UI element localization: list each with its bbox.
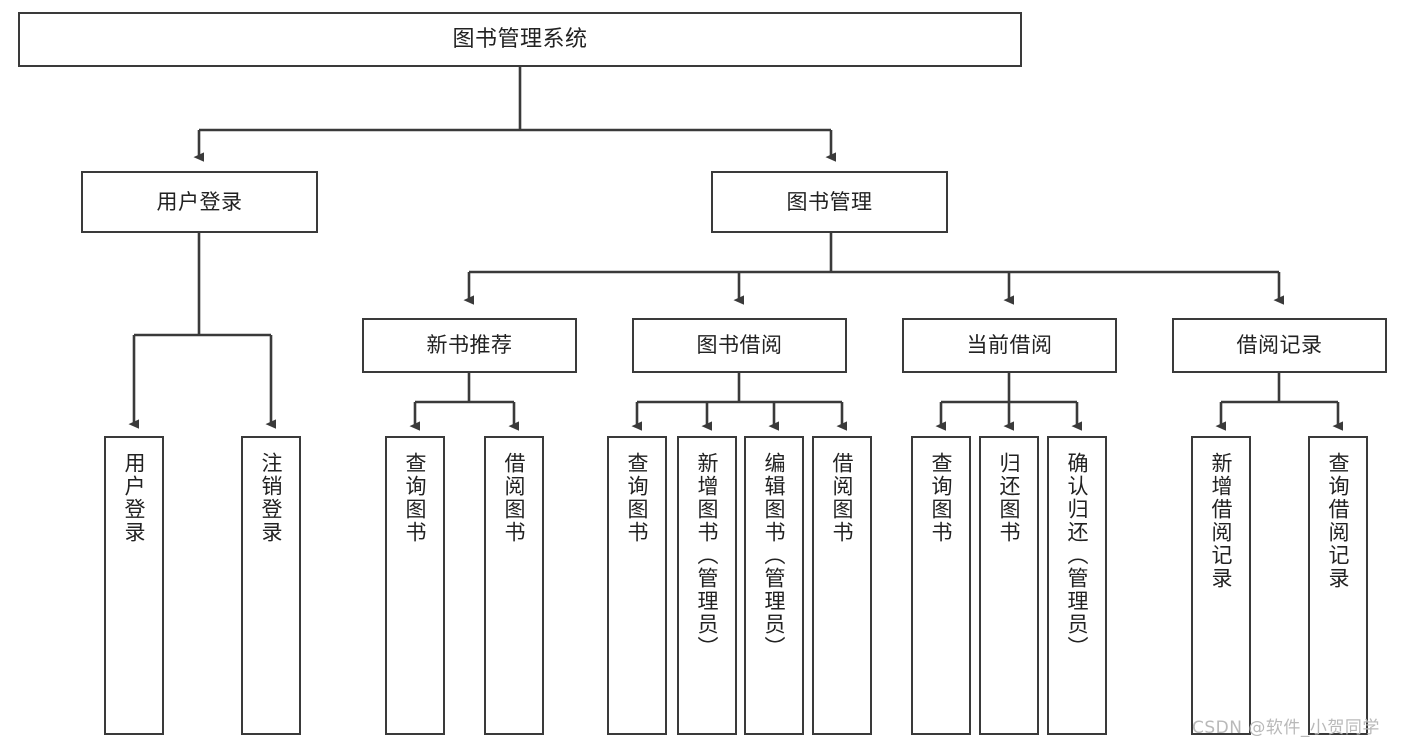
node-book-management[interactable]: 图书管理 — [711, 171, 948, 233]
node-label: 新增图书（管理员） — [695, 452, 720, 659]
node-book-management-system[interactable]: 图书管理系统 — [18, 12, 1022, 67]
leaf-borrow-query-book[interactable]: 查询图书 — [607, 436, 667, 735]
node-label: 当前借阅 — [966, 333, 1053, 358]
csdn-watermark: CSDN @软件_小贺同学 — [1192, 718, 1380, 738]
node-label: 查询图书 — [929, 452, 954, 544]
node-label: 编辑图书（管理员） — [762, 452, 787, 659]
node-label: 借阅记录 — [1236, 333, 1323, 358]
node-label: 用户登录 — [122, 452, 147, 544]
node-new-book-recommend[interactable]: 新书推荐 — [362, 318, 577, 373]
leaf-current-confirm-return-admin[interactable]: 确认归还（管理员） — [1047, 436, 1107, 735]
node-label: 图书管理 — [786, 189, 873, 214]
leaf-current-return-book[interactable]: 归还图书 — [979, 436, 1039, 735]
node-borrow-records[interactable]: 借阅记录 — [1172, 318, 1387, 373]
node-user-login[interactable]: 用户登录 — [81, 171, 318, 233]
node-current-borrow[interactable]: 当前借阅 — [902, 318, 1117, 373]
leaf-records-query-record[interactable]: 查询借阅记录 — [1308, 436, 1368, 735]
node-label: 借阅图书 — [830, 452, 855, 544]
leaf-borrow-add-book-admin[interactable]: 新增图书（管理员） — [677, 436, 737, 735]
node-label: 借阅图书 — [502, 452, 527, 544]
leaf-user-login-login[interactable]: 用户登录 — [104, 436, 164, 735]
node-label: 查询图书 — [625, 452, 650, 544]
node-label: 归还图书 — [997, 452, 1022, 544]
leaf-borrow-edit-book-admin[interactable]: 编辑图书（管理员） — [744, 436, 804, 735]
node-label: 图书管理系统 — [452, 26, 588, 52]
node-label: 用户登录 — [156, 189, 243, 214]
node-label: 注销登录 — [259, 452, 284, 544]
node-label: 新增借阅记录 — [1209, 452, 1234, 590]
node-label: 图书借阅 — [696, 333, 783, 358]
leaf-borrow-borrow-book[interactable]: 借阅图书 — [812, 436, 872, 735]
node-label: 查询图书 — [403, 452, 428, 544]
leaf-user-login-logout[interactable]: 注销登录 — [241, 436, 301, 735]
leaf-recommend-query-book[interactable]: 查询图书 — [385, 436, 445, 735]
leaf-recommend-borrow-book[interactable]: 借阅图书 — [484, 436, 544, 735]
node-book-borrow[interactable]: 图书借阅 — [632, 318, 847, 373]
leaf-current-query-book[interactable]: 查询图书 — [911, 436, 971, 735]
node-label: 新书推荐 — [426, 333, 513, 358]
node-label: 查询借阅记录 — [1326, 452, 1351, 590]
node-label: 确认归还（管理员） — [1065, 452, 1090, 659]
leaf-records-add-record[interactable]: 新增借阅记录 — [1191, 436, 1251, 735]
